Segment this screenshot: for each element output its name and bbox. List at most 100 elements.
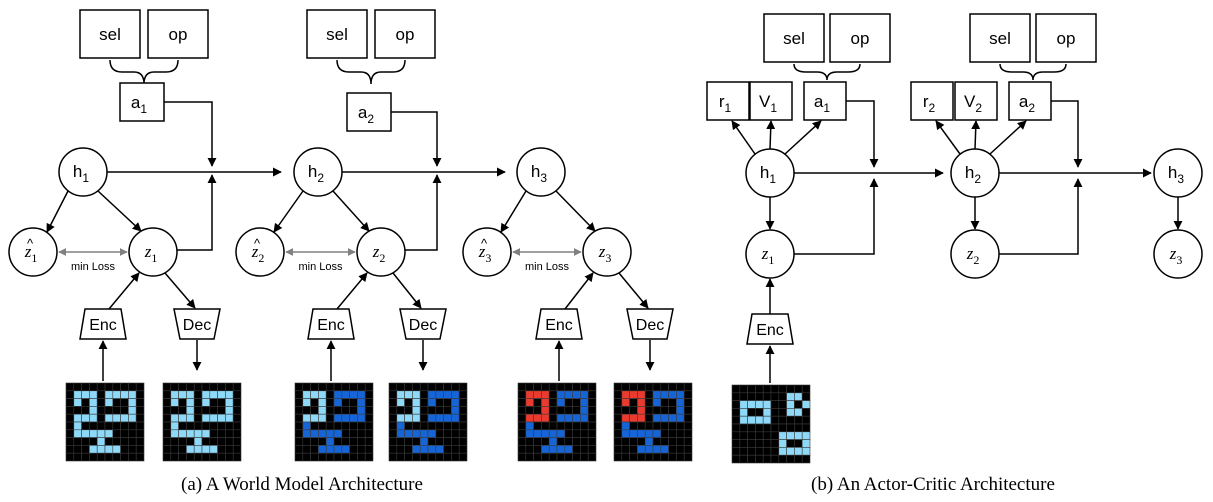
grid-cell (170, 437, 179, 446)
svg-text:h1: h1 (760, 163, 776, 186)
grid-cell (120, 390, 129, 399)
grid-cell (96, 413, 106, 423)
grid-cell (104, 406, 114, 415)
min-loss-label: min Loss (298, 261, 343, 273)
svg-text:a2: a2 (1019, 92, 1035, 115)
grid-cell (778, 384, 787, 394)
grid-cell (770, 439, 780, 448)
grid-cell (201, 390, 211, 399)
grid-cell (613, 413, 623, 423)
grid-cell (349, 421, 358, 431)
grid-cell (533, 398, 542, 407)
grid-cell (294, 406, 304, 415)
grid-cell (770, 384, 780, 394)
grid-cell (556, 429, 566, 438)
enc3-to-z (564, 272, 594, 310)
grid-cell (451, 445, 460, 454)
grid-cell (357, 398, 366, 407)
grid-cell (572, 429, 581, 438)
grid-cell (325, 452, 335, 462)
grid-cell (731, 423, 741, 433)
grid-cell (404, 382, 413, 392)
grid-cell (310, 421, 319, 431)
ac-a2-to-junction (1051, 100, 1083, 168)
grid-cell (232, 413, 242, 423)
grid-cell (587, 452, 597, 462)
grid-cell (548, 429, 558, 438)
grid-cell (629, 452, 638, 462)
grid-cell (396, 406, 405, 415)
grid-cell (786, 415, 795, 425)
grid-cell (652, 421, 662, 431)
min-loss-3: min Loss (512, 248, 582, 273)
grid-cell (217, 398, 226, 407)
grid-cell (652, 437, 662, 446)
grid-cell (660, 406, 669, 415)
grid-cell (525, 445, 534, 454)
grid-cell (81, 445, 90, 454)
grid-cell (104, 421, 114, 431)
grid-cell (770, 423, 780, 433)
grid-cell (112, 452, 121, 462)
grid-cell (201, 452, 211, 462)
grid-cell (162, 445, 172, 454)
z3-to-dec (618, 272, 649, 309)
grid-cell (364, 421, 374, 431)
grid-cell (349, 452, 358, 462)
grid-cell (435, 429, 444, 438)
svg-text:z2: z2 (251, 242, 265, 265)
grid-cell (794, 384, 803, 394)
grid-cell (388, 390, 398, 399)
grid-cell (412, 429, 421, 438)
grid-cell (587, 437, 597, 446)
grid-cell (178, 421, 187, 431)
grid-cell (770, 415, 780, 425)
grid-cell (683, 390, 693, 399)
label-subscript: 3 (1176, 253, 1182, 267)
grid-cell (668, 437, 677, 446)
ac-sel-box-1: sel (763, 13, 825, 63)
grid-cell (135, 398, 145, 407)
grid-cell (186, 445, 195, 454)
grid-cell (580, 413, 589, 423)
grid-cell (564, 429, 573, 438)
grid-cell (217, 452, 226, 462)
svg-text:op: op (1057, 29, 1076, 48)
label-subscript: 2 (317, 171, 324, 185)
caption-actor-critic: (b) An Actor-Critic Architecture (811, 474, 1055, 495)
grid-cell (396, 445, 405, 454)
grid-cell (294, 437, 304, 446)
grid-cell (613, 390, 623, 399)
grid-cell (762, 423, 772, 433)
grid-cell (676, 413, 685, 423)
label-subscript: 3 (485, 251, 491, 265)
grid-cell (801, 439, 811, 448)
grid-cell (541, 429, 550, 438)
a2-to-junction (391, 111, 442, 167)
grid-cell (637, 382, 646, 392)
sel-op-brace-1 (109, 59, 179, 85)
grid-cell (786, 384, 795, 394)
grid-cell (217, 413, 226, 423)
h2-to-z (332, 190, 370, 232)
grid-cell (770, 408, 780, 417)
grid-cell (755, 384, 764, 394)
grid-cell (556, 421, 566, 431)
grid-cell (341, 413, 350, 423)
grid-cell (762, 431, 772, 440)
op-box-1: op (147, 9, 209, 59)
grid-cell (73, 445, 82, 454)
grid-cell (349, 437, 358, 446)
grid-cell (755, 423, 764, 433)
grid-cell (302, 445, 311, 454)
grid-cell (443, 398, 452, 407)
grid-cell (458, 406, 468, 415)
grid-cell (404, 437, 413, 446)
grid-cell (613, 437, 623, 446)
h1-to-z (97, 190, 142, 232)
grid-cell (739, 431, 748, 440)
grid-cell (357, 437, 366, 446)
grid-cell (96, 406, 106, 415)
grid-cell (778, 447, 787, 456)
ac-op-box-1: op (829, 13, 891, 63)
